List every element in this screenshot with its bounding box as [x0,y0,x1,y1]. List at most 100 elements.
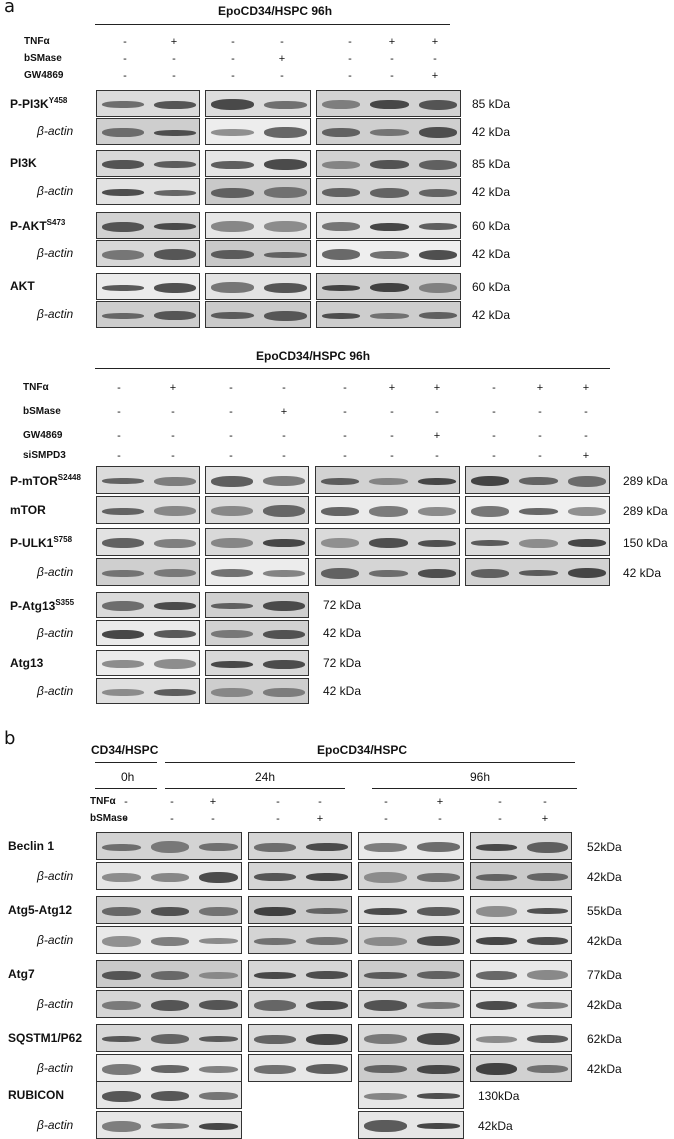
blot-group2 [248,862,352,890]
blot-band [211,538,253,548]
blot-band [417,842,460,852]
condition-value: - [282,450,286,462]
blot-band [211,476,253,487]
row-label: PI3K [10,156,37,170]
row-label-text: Atg7 [8,967,35,981]
blot-group4 [470,926,572,954]
condition-value: + [436,796,444,808]
blot-band [101,1121,141,1132]
blot-band [417,540,457,547]
condition-value: - [123,53,127,65]
condition-value: - [229,430,233,442]
row-label-text: β-actin [37,626,74,640]
blot-band [199,938,239,944]
condition-value: - [343,406,347,418]
blot-band [519,570,558,576]
blot-band [154,602,196,610]
blot-band [150,1034,190,1044]
molecular-weight: 42kDa [478,1119,513,1133]
condition-value: - [123,70,127,82]
condition-value: + [280,406,288,418]
row-label: AKT [10,279,35,293]
condition-value: - [280,36,284,48]
blot-band [306,1034,348,1045]
blot-band [476,1063,517,1075]
blot-band [417,478,457,485]
condition-value: + [433,430,441,442]
blot-group2 [248,1024,352,1052]
blot-band [418,127,458,138]
condition-value: - [318,796,322,808]
condition-value: + [170,36,178,48]
molecular-weight: 150 kDa [623,536,668,550]
row-label-text: β-actin [37,997,74,1011]
blot-band [199,843,239,851]
row-label: β-actin [37,124,73,138]
blot-band [470,506,510,517]
condition-value: - [390,430,394,442]
row-label: β-actin [37,246,73,260]
blot-group3 [358,896,464,924]
condition-value: - [498,813,502,825]
blot-band [263,660,305,669]
blot-band [364,1034,407,1044]
row-label-text: SQSTM1/P62 [8,1031,83,1045]
blot-band [211,569,253,577]
condition-value: - [492,382,496,394]
blot-band [519,539,558,548]
row-label: β-actin [37,869,73,883]
condition-value: - [390,450,394,462]
row-label: Atg5-Atg12 [8,903,72,917]
blot-band [417,936,460,946]
blot-band [211,282,254,293]
row-label: P-Atg13S355 [10,598,74,613]
blot-band [254,907,296,916]
row-label: β-actin [37,684,73,698]
blot-band [154,190,196,196]
blot-band [418,283,458,293]
blot-band [470,476,510,486]
row-label: β-actin [37,997,73,1011]
blot-group3 [316,178,461,205]
row-label: P-AKTS473 [10,218,65,233]
blot-band [527,937,568,945]
blot-group3 [316,240,461,267]
blot-group3 [316,273,461,300]
blot-band [369,538,408,548]
molecular-weight: 42 kDa [623,566,662,580]
row-label-text: β-actin [37,565,74,579]
condition-value: - [231,70,235,82]
blot-band [101,1036,141,1042]
blot-band [519,477,558,485]
blot-band [527,842,568,853]
condition-value: - [390,406,394,418]
blot-group2 [205,592,309,618]
condition-value: - [343,430,347,442]
blot-band [417,1033,460,1045]
blot-band [320,478,360,485]
timepoint-line-96h [372,788,577,789]
timepoint-line-24h [165,788,345,789]
condition-value: + [582,450,590,462]
blot-band [369,570,408,577]
blot-band [263,570,305,577]
condition-value: - [390,53,394,65]
condition-value: + [388,36,396,48]
blot-band [102,189,144,196]
blot-band [102,478,144,484]
condition-value: - [584,406,588,418]
blot-band [211,188,254,198]
row-label: Beclin 1 [8,839,54,853]
blot-group1 [96,496,200,524]
blot-band [476,874,517,881]
condition-value: - [117,450,121,462]
blot-group2 [205,273,311,300]
blot-band [476,906,517,917]
condition-value: - [538,430,542,442]
condition-value: - [229,382,233,394]
blot-band [263,630,305,639]
condition-value: + [431,36,439,48]
blot-band [321,285,361,291]
blot-band [102,313,144,319]
blot-band [418,312,458,319]
